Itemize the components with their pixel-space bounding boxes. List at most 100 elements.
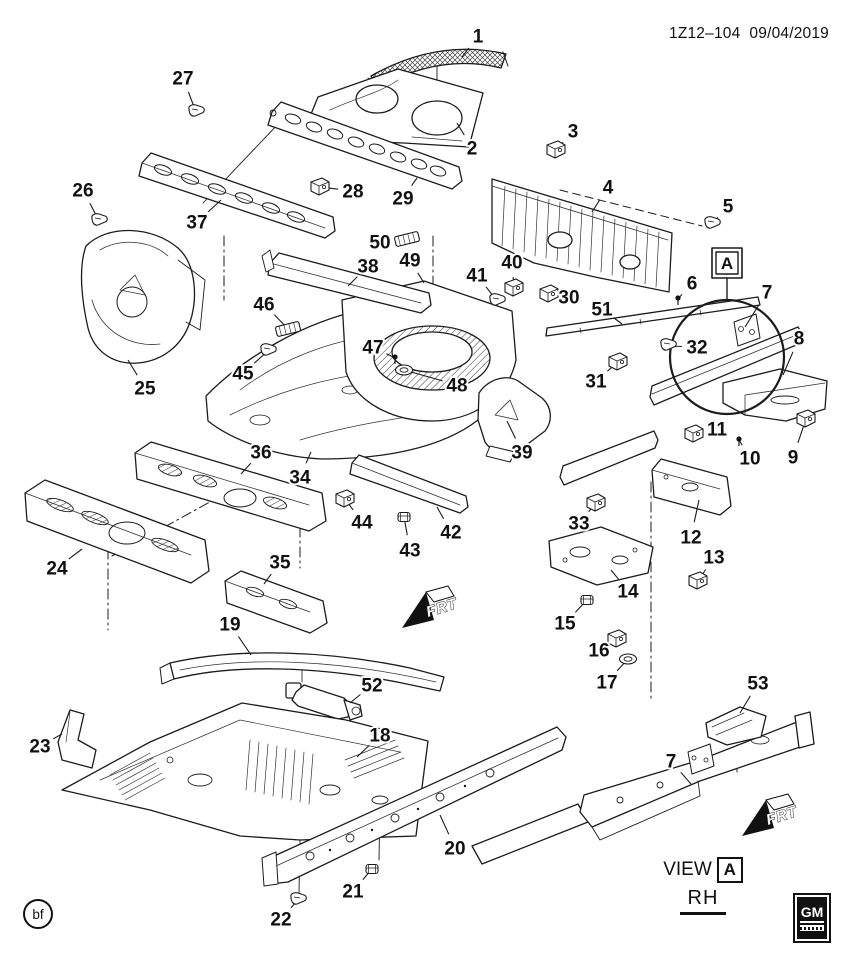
callout-20: 20 xyxy=(444,839,465,860)
part-20-rocker-rail xyxy=(261,726,567,887)
callout-2: 2 xyxy=(467,139,478,160)
part-35-rail xyxy=(224,570,328,634)
leader-line-7 xyxy=(744,304,760,328)
callout-48: 48 xyxy=(446,376,467,397)
callout-42: 42 xyxy=(440,523,461,544)
callout-25: 25 xyxy=(134,379,156,400)
part-38-rail xyxy=(261,249,432,314)
callout-19: 19 xyxy=(219,615,240,636)
callout-7: 7 xyxy=(762,283,773,304)
part-7-frame-rail-view-a xyxy=(471,711,815,865)
callout-10: 10 xyxy=(739,449,760,470)
callout-28: 28 xyxy=(342,182,363,203)
bracket-part-13 xyxy=(688,571,708,590)
leader-line-1 xyxy=(461,47,470,58)
part-37-slotted-rail xyxy=(138,152,336,239)
part-12-rail-section xyxy=(651,458,732,516)
bracket-part-16 xyxy=(607,629,627,648)
callout-17: 17 xyxy=(596,673,617,694)
callout-27: 27 xyxy=(172,69,193,90)
callout-33: 33 xyxy=(568,514,589,535)
view-label: VIEW xyxy=(663,859,712,880)
callout-21: 21 xyxy=(342,882,364,903)
part-53-plate xyxy=(705,706,767,746)
callout-26: 26 xyxy=(72,181,93,202)
ring-part-48 xyxy=(394,364,414,376)
callout-51: 51 xyxy=(591,300,613,321)
leader-line-39 xyxy=(506,420,516,439)
detail-marker-a xyxy=(711,247,743,302)
callout-4: 4 xyxy=(603,178,614,199)
callout-30: 30 xyxy=(558,288,579,309)
callout-49: 49 xyxy=(399,251,420,272)
nut-part-15 xyxy=(580,594,594,606)
part-25-wheelhouse xyxy=(80,229,206,364)
leader-line-42 xyxy=(436,506,445,520)
callout-9: 9 xyxy=(788,448,799,469)
callout-38: 38 xyxy=(357,257,378,278)
view-side-label: RH xyxy=(680,887,726,915)
leader-line-38 xyxy=(347,276,358,287)
callout-37: 37 xyxy=(186,213,207,234)
bolt-part-6 xyxy=(674,294,682,306)
part-42-sill-bar xyxy=(349,454,469,514)
frt-label: FRT xyxy=(424,595,460,621)
callout-41: 41 xyxy=(466,266,488,287)
callout-43: 43 xyxy=(399,541,420,562)
leader-line-14 xyxy=(610,569,620,580)
bracket-part-44 xyxy=(335,489,355,508)
bracket-part-11 xyxy=(684,424,704,443)
clip-part-27 xyxy=(188,104,205,117)
drawing-number: 1Z12–104 xyxy=(669,25,741,42)
callout-5: 5 xyxy=(723,197,734,218)
callout-44: 44 xyxy=(351,513,373,534)
bracket-part-28 xyxy=(310,177,330,196)
bracket-part-33 xyxy=(586,493,606,512)
part-36-crossmember xyxy=(134,441,327,532)
callout-40: 40 xyxy=(501,253,522,274)
detail-marker-a-label: A xyxy=(721,254,733,273)
callout-13: 13 xyxy=(703,548,724,569)
frt-arrow-center: FRT xyxy=(402,585,461,628)
callout-32: 32 xyxy=(686,338,707,359)
callout-53: 53 xyxy=(747,674,768,695)
clip-part-22 xyxy=(290,892,307,905)
leader-lines xyxy=(52,47,807,909)
callout-3: 3 xyxy=(568,122,579,143)
leader-line-4 xyxy=(591,199,601,213)
callout-29: 29 xyxy=(392,189,413,210)
corner-code-badge: bf xyxy=(23,899,53,929)
leader-line-12 xyxy=(693,499,700,523)
gm-logo: GM xyxy=(793,893,831,943)
leader-line-51 xyxy=(613,317,623,325)
leader-line-53 xyxy=(739,695,751,714)
part-19-sill-panel xyxy=(159,652,445,692)
callout-16: 16 xyxy=(588,641,609,662)
bracket-part-40 xyxy=(504,278,524,297)
callout-31: 31 xyxy=(585,372,607,393)
parts-illustration xyxy=(24,48,828,894)
callout-11: 11 xyxy=(707,420,728,441)
drawing-date: 09/04/2019 xyxy=(749,25,829,42)
callout-24: 24 xyxy=(46,559,68,580)
callout-50: 50 xyxy=(369,233,390,254)
corner-code: bf xyxy=(32,906,44,922)
leader-line-34 xyxy=(305,451,312,464)
frt-arrow-bottom-right: FRT xyxy=(742,793,801,836)
leader-line-52 xyxy=(349,694,361,704)
callout-47: 47 xyxy=(362,338,383,359)
callout-1: 1 xyxy=(473,27,484,48)
leader-line-18 xyxy=(356,745,370,758)
callout-6: 6 xyxy=(687,274,698,295)
leader-line-7-2 xyxy=(680,771,692,785)
leader-line-37 xyxy=(207,199,222,213)
frt-label: FRT xyxy=(764,803,800,829)
part-52-bracket-bar xyxy=(285,682,363,721)
callout-45: 45 xyxy=(232,364,254,385)
leader-line-25 xyxy=(127,359,138,376)
callout-46: 46 xyxy=(253,295,274,316)
drawing-header: 1Z12–104 09/04/2019 xyxy=(669,25,829,43)
clip-part-32 xyxy=(660,338,677,351)
